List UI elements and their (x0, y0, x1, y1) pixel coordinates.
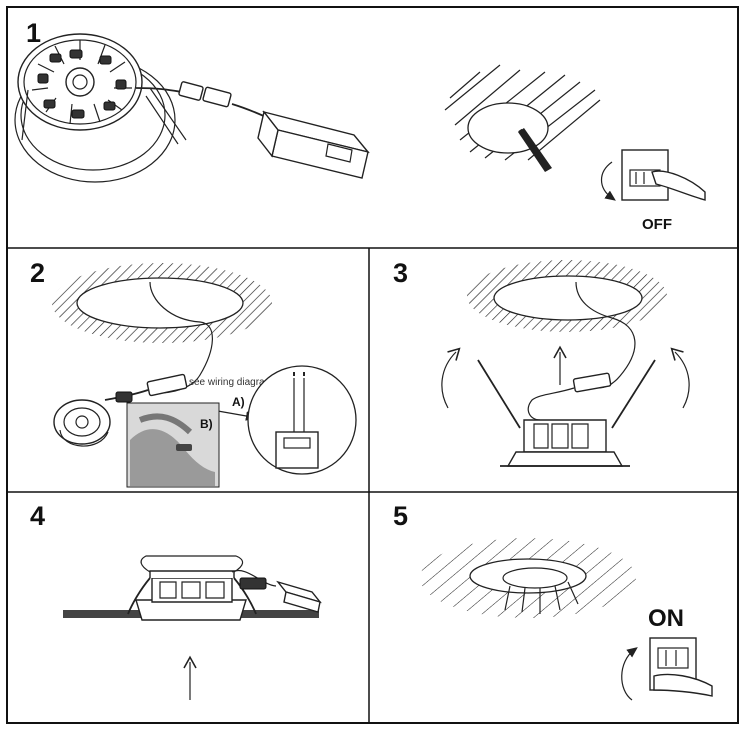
panel-2-hands-photo: B) (126, 402, 220, 488)
option-b-label: B) (200, 417, 213, 431)
step-number-5: 5 (393, 501, 408, 531)
panel-3-downlight-insertion (441, 281, 690, 467)
panel-1-downlight-unit (14, 33, 370, 183)
panel-1-power-switch-off: OFF (600, 149, 706, 233)
step-number-4: 4 (30, 501, 45, 531)
off-label: OFF (642, 216, 672, 233)
panel-2-ceiling-opening (52, 263, 272, 343)
on-label: ON (648, 605, 684, 632)
panel-1-ceiling-cutout (444, 64, 601, 172)
step-number-3: 3 (393, 258, 408, 288)
panel-5-finished-ceiling (420, 538, 636, 618)
panel-5-power-switch-on: ON (621, 605, 713, 701)
see-wiring-diagram-label: see wiring diagram (189, 377, 273, 388)
outer-frame (6, 6, 739, 724)
panel-2-wiring: see wiring diagram A) (53, 281, 273, 447)
step-number-1: 1 (26, 18, 41, 48)
option-a-label: A) (232, 395, 245, 409)
step-number-2: 2 (30, 258, 45, 288)
panel-2-wiring-detail (247, 365, 357, 475)
panel-4-installed-side-view (63, 555, 322, 700)
panel-3-ceiling-opening (467, 260, 667, 332)
